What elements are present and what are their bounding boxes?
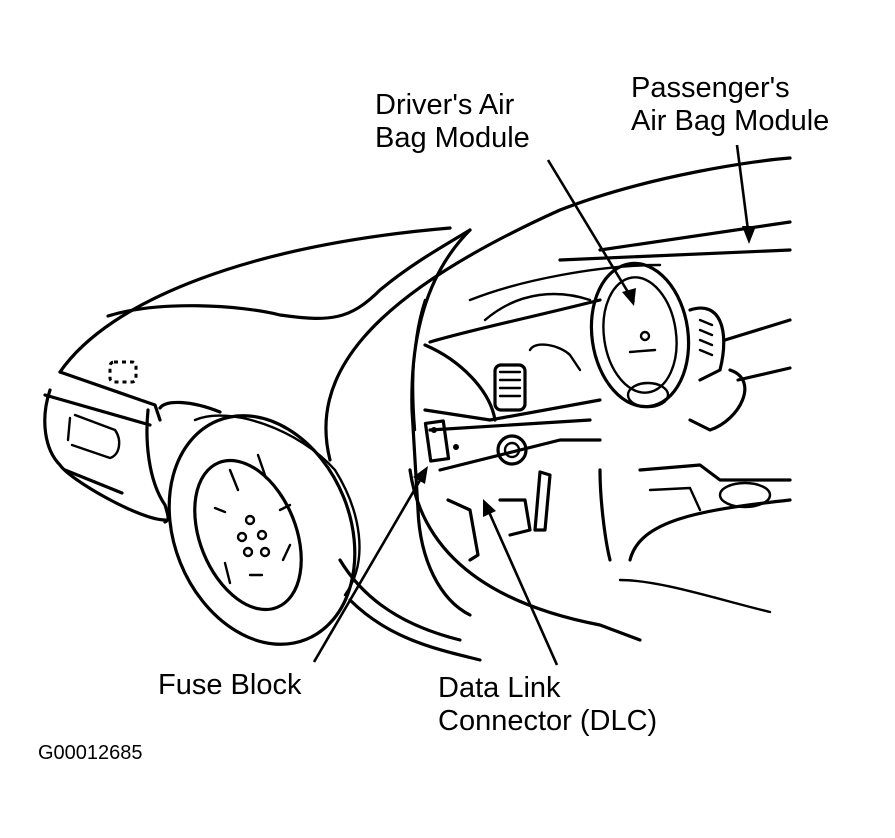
- figure-id-code: G00012685: [38, 742, 143, 764]
- leader-fuse-block: [312, 466, 428, 663]
- pedals: [446, 470, 552, 562]
- fuel-door-outline: [108, 360, 138, 384]
- label-data-link-connector: Data Link Connector (DLC): [438, 672, 657, 738]
- label-line: Connector (DLC): [438, 705, 658, 737]
- dashboard: [423, 220, 792, 472]
- front-wheel: [167, 414, 361, 646]
- leader-dlc: [483, 499, 559, 666]
- label-line: Fuse Block: [158, 669, 302, 701]
- label-passengers-air-bag-module: Passenger's Air Bag Module: [631, 72, 829, 138]
- steering-wheel: [589, 261, 691, 409]
- fuse-block-panel: [423, 419, 459, 463]
- label-drivers-air-bag-module: Driver's Air Bag Module: [375, 89, 530, 155]
- label-line: Passenger's: [631, 72, 790, 104]
- car-body: [43, 226, 472, 524]
- center-console: [598, 463, 792, 614]
- leader-passengers-air-bag: [735, 144, 756, 244]
- label-line: Data Link: [438, 672, 561, 704]
- right-vent: [688, 306, 792, 432]
- door-opening: [324, 156, 792, 662]
- label-line: Bag Module: [375, 122, 530, 154]
- leader-drivers-air-bag: [546, 159, 636, 306]
- label-line: Driver's Air: [375, 89, 515, 121]
- label-line: Air Bag Module: [631, 105, 830, 137]
- label-fuse-block: Fuse Block: [158, 669, 301, 702]
